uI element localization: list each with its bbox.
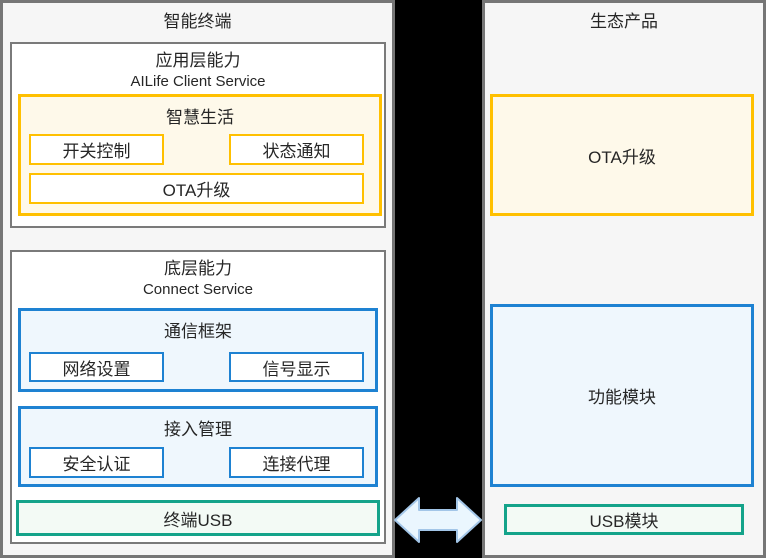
base-layer-subtitle: Connect Service bbox=[142, 281, 254, 298]
bidirectional-arrow-icon bbox=[393, 495, 483, 545]
comm-framework-title: 通信框架 bbox=[164, 322, 232, 341]
status-notify-box: 状态通知 bbox=[229, 134, 364, 165]
network-setting-box: 网络设置 bbox=[29, 352, 164, 382]
smart-life-group: 智慧生活 开关控制 状态通知 OTA升级 bbox=[18, 94, 382, 216]
ota-upgrade-box-terminal: OTA升级 bbox=[29, 173, 364, 204]
connect-agent-box: 连接代理 bbox=[229, 447, 364, 478]
smart-terminal-title: 智能终端 bbox=[163, 12, 232, 31]
function-module-box: 功能模块 bbox=[490, 304, 754, 487]
comm-framework-group: 通信框架 网络设置 信号显示 bbox=[18, 308, 378, 392]
smart-terminal-panel: 智能终端 应用层能力 AILife Client Service 智慧生活 开关… bbox=[0, 0, 395, 558]
terminal-usb-box: 终端USB bbox=[16, 500, 380, 536]
base-layer-box: 底层能力 Connect Service 通信框架 网络设置 信号显示 接入管理… bbox=[10, 250, 386, 544]
base-layer-title: 底层能力 bbox=[164, 259, 232, 278]
usb-module-box: USB模块 bbox=[504, 504, 744, 535]
app-layer-box: 应用层能力 AILife Client Service 智慧生活 开关控制 状态… bbox=[10, 42, 386, 228]
base-layer-header: 底层能力 Connect Service bbox=[12, 257, 384, 299]
switch-control-box: 开关控制 bbox=[29, 134, 164, 165]
access-management-group: 接入管理 安全认证 连接代理 bbox=[18, 406, 378, 487]
security-auth-box: 安全认证 bbox=[29, 447, 164, 478]
access-management-title: 接入管理 bbox=[164, 420, 232, 439]
ecosystem-title: 生态产品 bbox=[590, 12, 658, 31]
app-layer-header: 应用层能力 AILife Client Service bbox=[12, 49, 384, 91]
app-layer-title: 应用层能力 bbox=[155, 51, 241, 70]
smart-life-title: 智慧生活 bbox=[166, 108, 234, 127]
ecosystem-panel: 生态产品 OTA升级 功能模块 USB模块 bbox=[482, 0, 766, 558]
ota-upgrade-box-ecosystem: OTA升级 bbox=[490, 94, 754, 216]
signal-display-box: 信号显示 bbox=[229, 352, 364, 382]
app-layer-subtitle: AILife Client Service bbox=[130, 73, 266, 90]
